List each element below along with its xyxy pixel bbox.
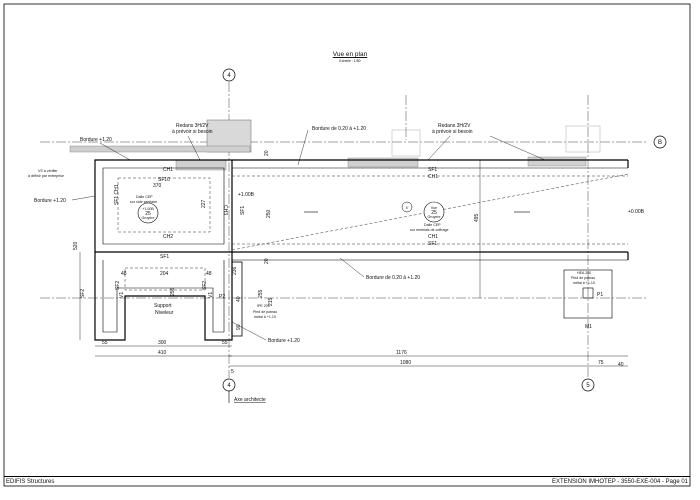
dim-20b: 20 [264,258,270,264]
elev-1: +1.00B [238,192,255,198]
dim-227: 227 [201,199,207,208]
dim-5: 5 [231,369,234,375]
svg-text:25: 25 [431,210,437,216]
sf1-ch1: SF1 CH1 [114,184,120,205]
svg-text:Vue: Vue [431,206,437,210]
dim-90: 90 [236,324,242,330]
dim-520: 520 [73,241,79,250]
pied-left-1: Pied de poteau [253,310,277,314]
dim-370: 370 [153,183,162,189]
axis-5-label: 5 [586,383,590,389]
axis-5-bubble: 5 [581,378,595,392]
pied-left-2: métal à +1.10 [254,315,276,319]
v1-a: V1 [119,292,125,298]
redans-left-1: Redans 3H/2V [176,123,209,129]
axis-4-top-label: 4 [227,73,231,79]
axis-4-bottom-label: 4 [227,383,231,389]
hea-left: IPE 200 [257,304,270,308]
sf1-a: SF1 [160,254,169,260]
dalle-right-2: sur remblais de coffrage [410,228,449,232]
dim-236: 236 [232,266,238,275]
dalle-left-2: sur vide sanitaire [130,200,157,204]
pied-right-1: Pied de poteau [571,276,595,280]
mark-4p: 4' [406,206,409,210]
ch1-a: CH1 [163,167,173,173]
bordure-top: Bordure de 0.20 à +1.20 [312,126,366,132]
ch1-c: CH1 [428,234,438,240]
dim-495: 495 [474,213,480,222]
axe-architecte-label: Axe architecte [234,397,266,403]
sheet-frame [3,3,691,487]
dim-55b: 55 [222,340,228,346]
sf1-d: SF1 [240,206,246,215]
vs-note-1: VS à vérifier [38,169,58,173]
vs-note-2: à définir par entreprise [28,174,64,178]
foundation-walls [94,159,629,341]
svg-text:25: 25 [145,211,151,217]
redans-left-2: à prévoir si besoin [172,129,213,135]
circle-b: Vue 25 Gruyère [423,201,445,223]
dim-215: 215 [268,297,274,306]
dim-1080: 1080 [400,360,411,366]
sf2-c: SF2 [202,281,208,290]
redans-right-2: à prévoir si besoin [432,129,473,135]
existing-building [69,119,601,171]
dim-256: 256 [170,287,176,296]
bordure-bottom: Bordure +1.20 [268,338,300,344]
dim-300: 300 [158,340,167,346]
support-1: Support [154,303,172,309]
pied-right-2: métal à +1.10 [573,281,595,285]
dim-255: 255 [258,289,264,298]
bordure-left: Bordure +1.20 [34,198,66,204]
dim-1176: 1176 [396,350,407,356]
view-title: Vue en plan [332,51,368,58]
sf10: SF10 [158,177,170,183]
hea-right-label: HEA 200 [577,271,591,275]
dim-55a: 55 [102,340,108,346]
svg-text:Gruyère: Gruyère [142,216,155,220]
footer-bar: EDIFIS Structures EXTENSION IMHOTEP - 35… [4,476,690,487]
redans-right-1: Redans 3H/2V [438,123,471,129]
dim-48b: 48 [206,271,212,277]
ch1-b: CH1 [428,174,438,180]
sf2-a: SF2 [80,289,86,298]
axis-4-top-bubble: 4 [222,68,236,82]
dim-40: 40 [618,362,624,368]
m1-label: M1 [585,324,592,330]
sf1-b: SF1 [428,167,437,173]
axis-b-label: B [658,140,662,146]
p1-column: P1 M1 HEA 200 Pied de poteau métal à +1.… [563,269,613,330]
dalle-left-1: Dalle CEP [136,195,153,199]
circle-a: +1.00B 25 Gruyère [137,202,159,224]
dim-20a: 20 [264,150,270,156]
p2: P2 [219,294,225,300]
footer-company: EDIFIS Structures [6,479,55,485]
dim-48a: 48 [121,271,127,277]
bordure-mid: Bordure de 0.20 à +1.20 [366,275,420,281]
dim-75: 75 [598,360,604,366]
dim-40b: 40 [236,296,242,302]
dim-410: 410 [158,350,167,356]
bordure-top-left: Bordure +1.20 [80,137,112,143]
svg-text:Gruyère: Gruyère [428,215,441,219]
axis-4-bottom-bubble: 4 [222,378,236,392]
dim-204: 204 [160,271,169,277]
svg-text:+1.00B: +1.00B [142,207,154,211]
elev-0: +0.00B [628,209,645,215]
sf1-c: SF1 [428,241,437,247]
p1-label: P1 [597,292,603,298]
support-2: Niveleur [155,310,174,316]
dim-250: 250 [266,209,272,218]
ch3: CH3 [222,205,228,215]
view-scale: Echelle : 1/50 [339,59,361,63]
dalle-right-1: Dalle CEP [424,223,441,227]
sf2-b: SF2 [115,281,121,290]
ch2: CH2 [163,234,173,240]
footer-project: EXTENSION IMHOTEP - 3550-EXE-004 - Page … [552,479,688,485]
v1-b: V1 [208,292,214,298]
axis-b-bubble: B [653,135,667,149]
